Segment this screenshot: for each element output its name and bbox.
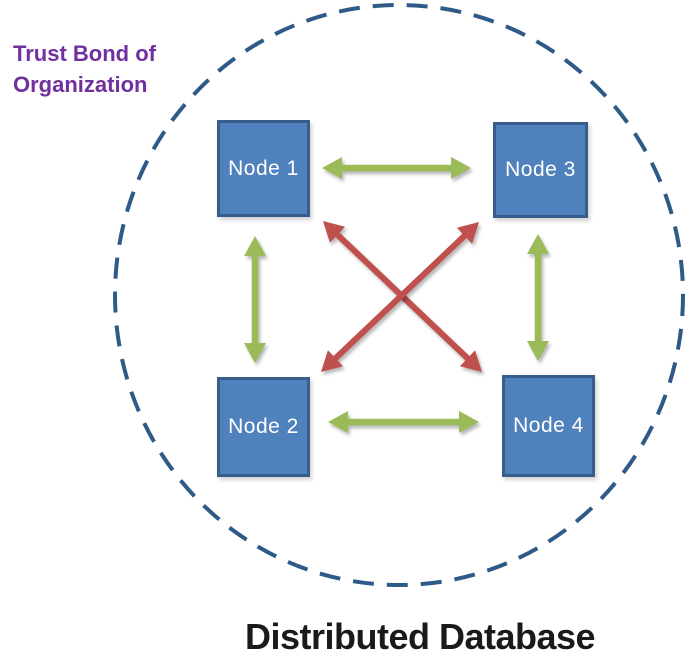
node-4-label: Node 4 <box>513 414 584 437</box>
node-1-box: Node 1 <box>217 120 310 217</box>
arrow-node1-node2 <box>244 236 266 363</box>
trust-bond-label-line1: Trust Bond of <box>13 41 156 66</box>
node-3-box: Node 3 <box>493 122 588 218</box>
node-3-label: Node 3 <box>505 158 576 181</box>
trust-bond-label: Trust Bond of Organization <box>13 38 156 100</box>
diagram-title: Distributed Database <box>244 616 596 657</box>
arrow-node2-node3 <box>321 222 479 372</box>
arrow-node3-node4 <box>527 234 549 361</box>
trust-bond-label-line2: Organization <box>13 72 148 97</box>
node-2-box: Node 2 <box>217 377 310 477</box>
arrow-node2-node4 <box>328 411 479 433</box>
trust-boundary-circle <box>113 3 685 587</box>
node-2-label: Node 2 <box>228 415 299 438</box>
arrow-node1-node3 <box>322 157 471 179</box>
node-1-label: Node 1 <box>228 156 299 180</box>
node-4-box: Node 4 <box>502 375 595 477</box>
